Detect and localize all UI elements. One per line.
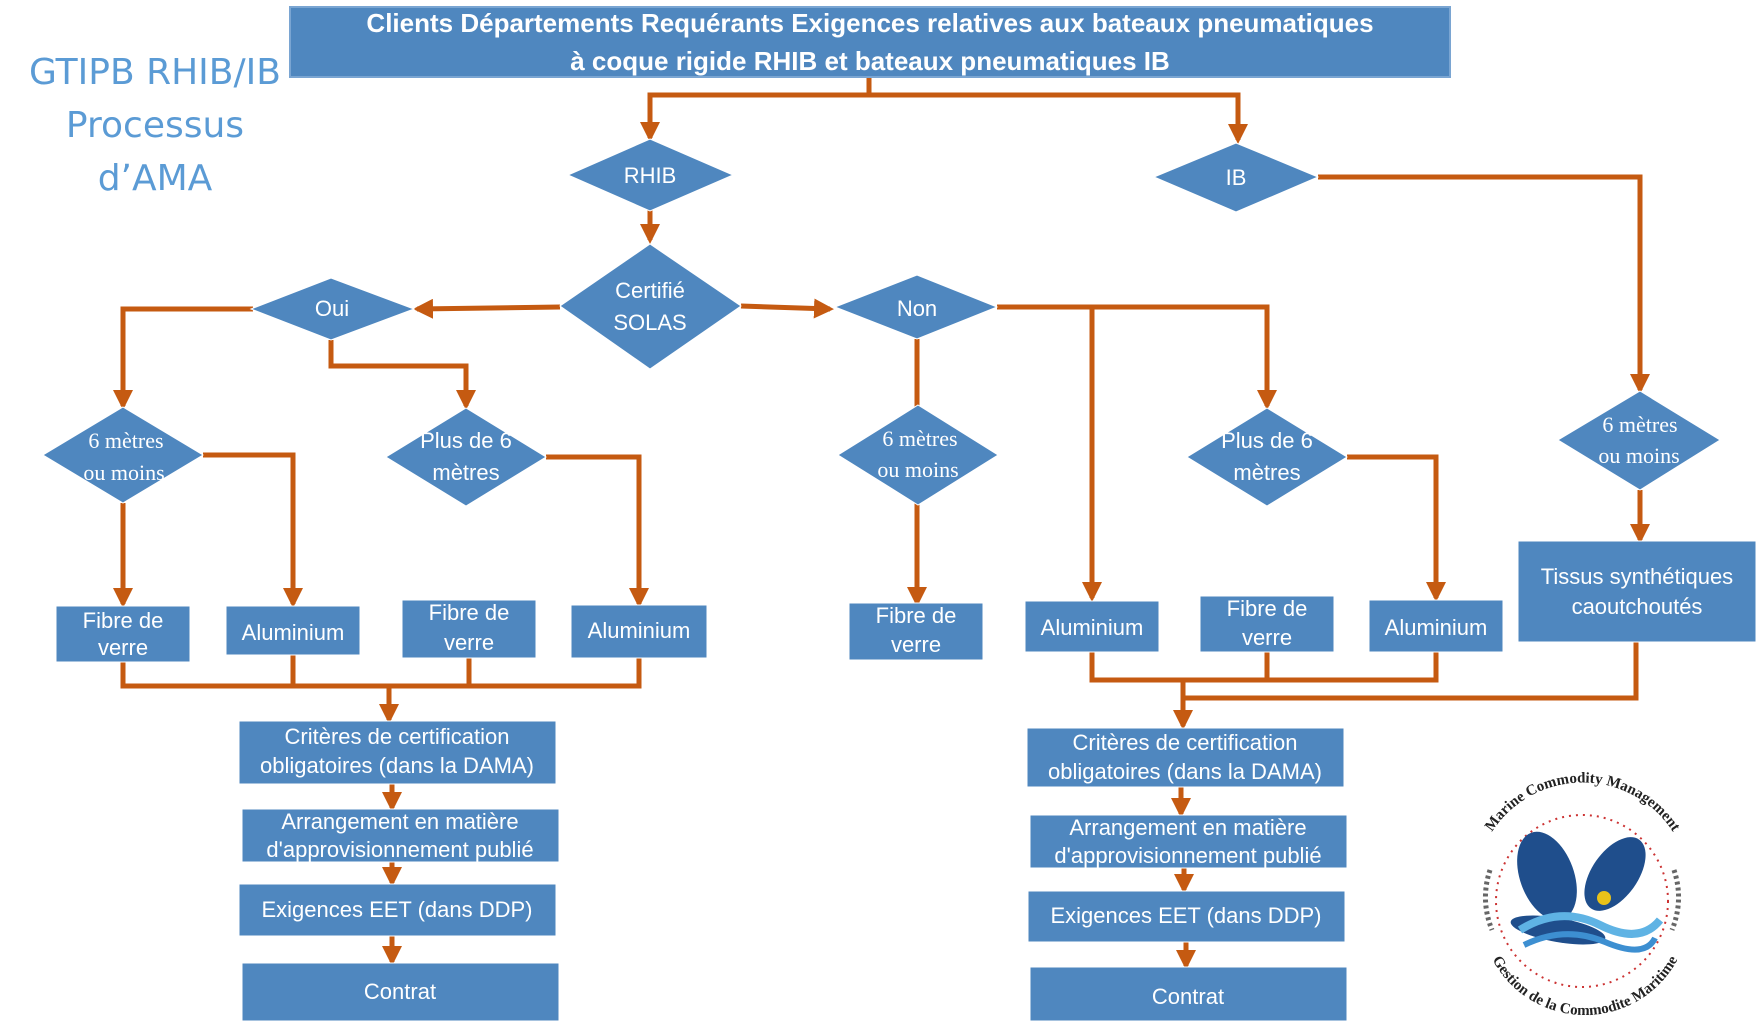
- fiberglass-line1: Fibre de: [429, 600, 510, 625]
- decision-non-six-line2: ou moins: [877, 457, 958, 482]
- connector-solas-oui: [413, 298, 561, 319]
- fiberglass-line1: Fibre de: [1227, 596, 1308, 621]
- rubber-line2: caoutchoutés: [1572, 594, 1703, 619]
- waves-icon: [1517, 912, 1664, 953]
- decision-oui-more-line2: mètres: [432, 460, 499, 485]
- decision-ib-label: IB: [1226, 165, 1247, 190]
- side-title: GTIPB RHIB/IB Processus d’AMA: [29, 52, 281, 199]
- decision-rhib-label: RHIB: [624, 163, 677, 188]
- marine-commodity-logo: Marine Commodity Management Gestion de l…: [1482, 770, 1683, 1019]
- aluminium-label: Aluminium: [588, 618, 691, 643]
- decision-oui-label: Oui: [315, 296, 349, 321]
- decision-non-six-line1: 6 mètres: [882, 426, 957, 451]
- criteria-line1: Critères de certification: [1073, 730, 1298, 755]
- connector-oui-more-six: [328, 340, 476, 410]
- material-aluminium-non-more: Aluminium: [1368, 599, 1504, 653]
- right-criteria-box: Critères de certification obligatoires (…: [1026, 727, 1345, 788]
- material-fiberglass-non-more: Fibre de verre: [1199, 595, 1335, 653]
- tet-requirements-label: Exigences EET (dans DDP): [261, 897, 532, 922]
- fiberglass-line2: verre: [1242, 625, 1292, 650]
- logo-dashed-ring: [1495, 814, 1669, 988]
- decision-oui: Oui: [249, 277, 416, 341]
- header-line1: Clients Départements Requérants Exigence…: [366, 8, 1373, 38]
- side-title-line2: Processus: [66, 105, 244, 146]
- decision-non-more-than-six: Plus de 6 mètres: [1186, 407, 1348, 507]
- decision-oui-more-line1: Plus de 6: [420, 428, 512, 453]
- connector-oui-six-less: [113, 306, 253, 410]
- connector-left-collector: [120, 658, 642, 689]
- rubber-line1: Tissus synthétiques: [1541, 564, 1733, 589]
- fiberglass-line2: verre: [444, 630, 494, 655]
- decision-non-label: Non: [897, 296, 937, 321]
- tet-requirements-label: Exigences EET (dans DDP): [1050, 903, 1321, 928]
- criteria-line2: obligatoires (dans la DAMA): [260, 753, 534, 778]
- connector-non-more-six: [997, 304, 1277, 410]
- criteria-line1: Critères de certification: [285, 724, 510, 749]
- connector-non-more-alu: [1347, 454, 1446, 602]
- material-fiberglass-oui-more: Fibre de verre: [401, 599, 537, 659]
- arrangement-line2: d'approvisionnement publié: [266, 837, 533, 862]
- decision-ib-six-line1: 6 mètres: [1602, 412, 1677, 437]
- aluminium-label: Aluminium: [242, 620, 345, 645]
- left-arrangement-box: Arrangement en matière d'approvisionneme…: [241, 808, 560, 863]
- connector-right-to-criteria: [1173, 642, 1639, 730]
- decision-non-more-line1: Plus de 6: [1221, 428, 1313, 453]
- decision-non-more-line2: mètres: [1233, 460, 1300, 485]
- decision-oui-six-line2: ou moins: [83, 460, 164, 485]
- material-aluminium-non: Aluminium: [1024, 600, 1160, 653]
- connector-ib-six-less: [1318, 174, 1650, 394]
- propeller-icon: [1510, 831, 1646, 945]
- left-criteria-box: Critères de certification obligatoires (…: [238, 720, 557, 785]
- decision-certified-line1: Certifié: [615, 278, 685, 303]
- connector-header-rhib: [640, 78, 872, 142]
- decision-oui-six-line1: 6 mètres: [88, 428, 163, 453]
- arrangement-line1: Arrangement en matière: [1069, 815, 1306, 840]
- decision-certified-line2: SOLAS: [613, 310, 686, 335]
- aluminium-label: Aluminium: [1385, 615, 1488, 640]
- material-fiberglass-non-six: Fibre de verre: [848, 602, 984, 661]
- decision-non-six-or-less: 6 mètres ou moins: [837, 404, 999, 506]
- right-contract-box: Contrat: [1029, 966, 1348, 1021]
- connector-oui-six-alu: [203, 452, 303, 608]
- decision-ib: IB: [1152, 142, 1320, 213]
- decision-ib-six-or-less: 6 mètres ou moins: [1557, 390, 1721, 491]
- right-tet-requirements-box: Exigences EET (dans DDP): [1027, 890, 1346, 943]
- left-contract-box: Contrat: [241, 962, 560, 1021]
- fiberglass-line2: verre: [891, 632, 941, 657]
- arrangement-line1: Arrangement en matière: [281, 809, 518, 834]
- connector-oui-more-alu: [546, 454, 649, 608]
- contract-label: Contrat: [1152, 984, 1224, 1009]
- material-rubberized-fabric: Tissus synthétiques caoutchoutés: [1517, 540, 1757, 643]
- decision-certified-solas: Certifié SOLAS: [559, 243, 742, 370]
- connector-solas-non: [740, 298, 834, 319]
- fiberglass-line1: Fibre de: [876, 603, 957, 628]
- connectors: [113, 78, 1650, 970]
- fiberglass-line2: verre: [98, 635, 148, 660]
- contract-label: Contrat: [364, 979, 436, 1004]
- arrangement-line2: d'approvisionnement publié: [1054, 843, 1321, 868]
- side-title-line3: d’AMA: [98, 158, 213, 199]
- connector-header-ib: [869, 92, 1248, 144]
- material-fiberglass-oui-six: Fibre de verre: [55, 605, 191, 663]
- header-box: Clients Départements Requérants Exigence…: [289, 6, 1451, 78]
- fiberglass-line1: Fibre de: [83, 608, 164, 633]
- material-aluminium-oui-six: Aluminium: [225, 605, 361, 656]
- decision-oui-six-or-less: 6 mètres ou moins: [42, 406, 204, 504]
- header-line2: à coque rigide RHIB et bateaux pneumatiq…: [570, 46, 1170, 76]
- left-tet-requirements-box: Exigences EET (dans DDP): [238, 883, 557, 937]
- right-arrangement-box: Arrangement en matière d'approvisionneme…: [1029, 814, 1348, 869]
- decision-non: Non: [833, 274, 999, 340]
- logo-laurel-icon: [1483, 869, 1681, 931]
- criteria-line2: obligatoires (dans la DAMA): [1048, 759, 1322, 784]
- material-aluminium-oui-more: Aluminium: [570, 604, 708, 659]
- decision-oui-more-than-six: Plus de 6 mètres: [385, 407, 547, 507]
- aluminium-label: Aluminium: [1041, 615, 1144, 640]
- connector-right-collector: [1089, 652, 1439, 683]
- side-title-line1: GTIPB RHIB/IB: [29, 52, 281, 93]
- decision-rhib: RHIB: [566, 138, 735, 212]
- decision-ib-six-line2: ou moins: [1598, 443, 1679, 468]
